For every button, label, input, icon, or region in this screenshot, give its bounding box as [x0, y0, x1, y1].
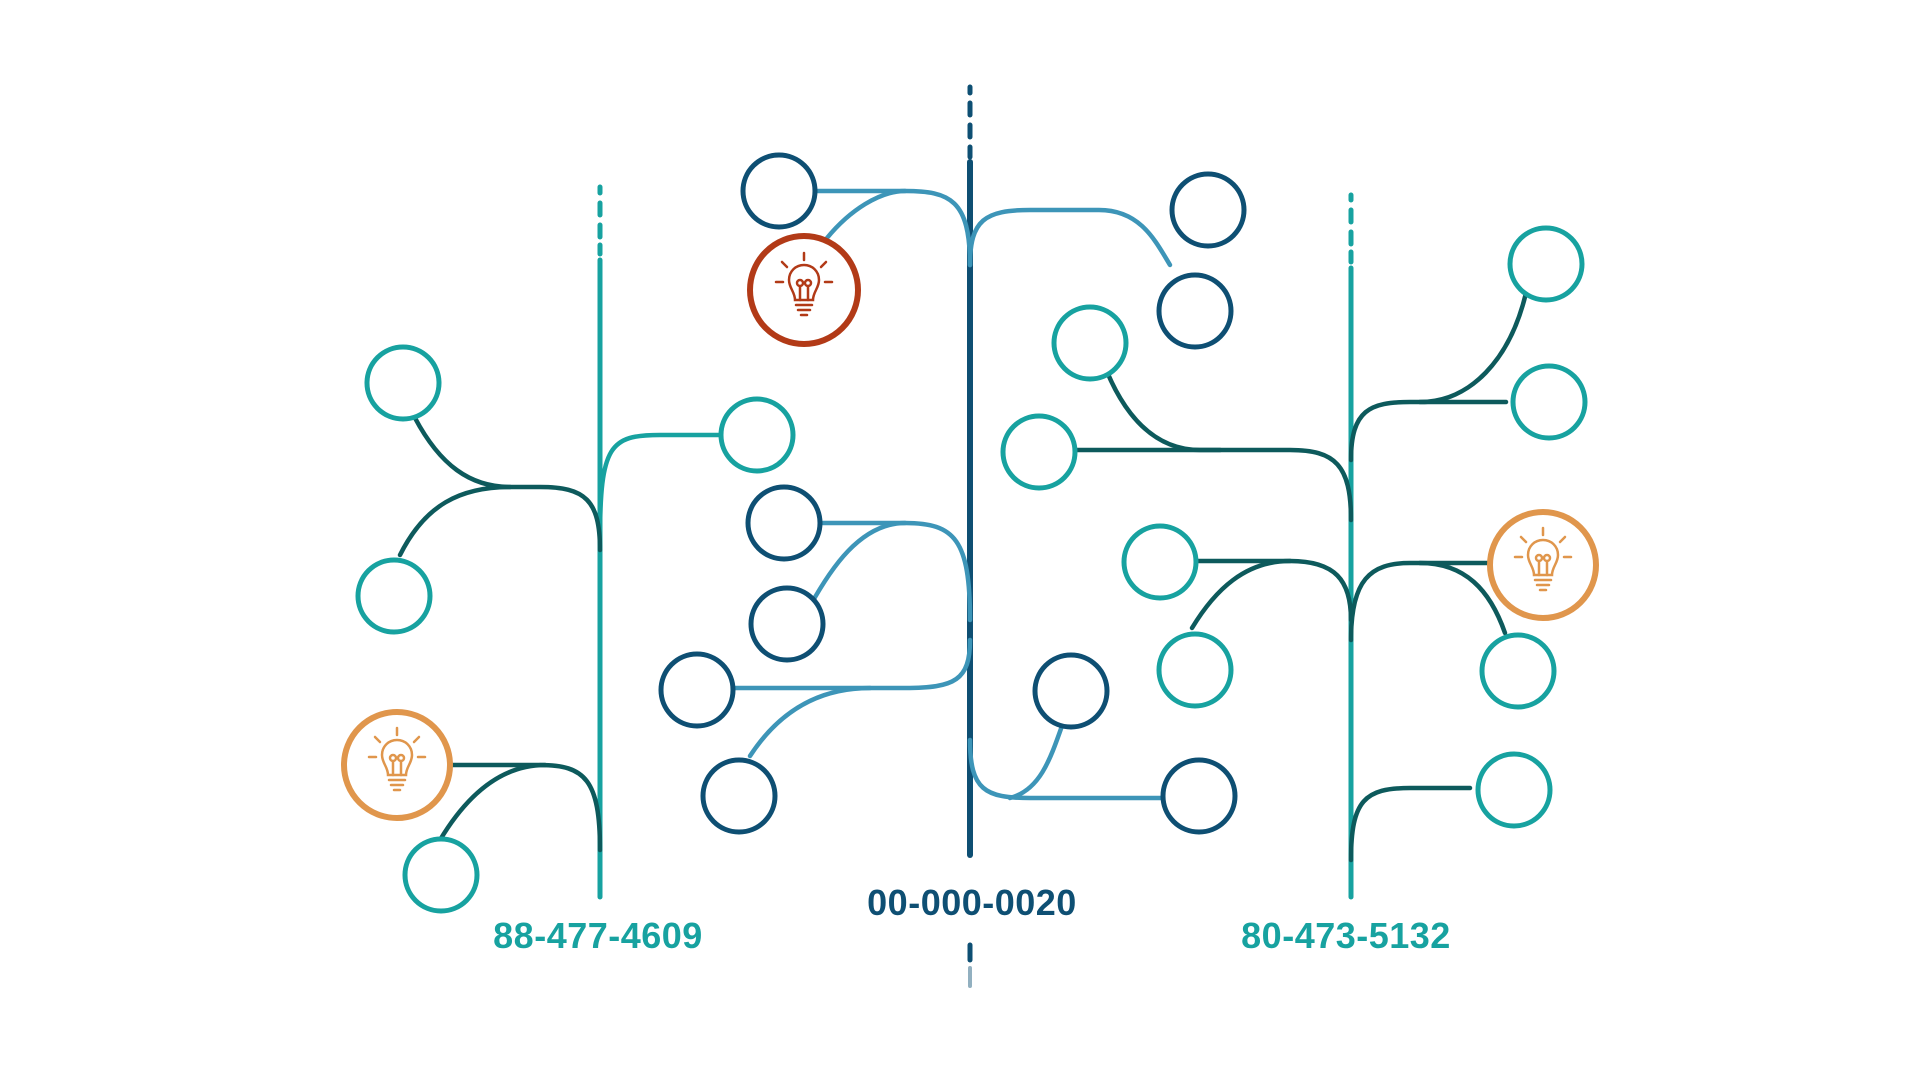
branch-line [1187, 558, 1354, 623]
stem-label-center: 00-000-0020 [867, 882, 1077, 923]
idea-node-circle [341, 709, 453, 821]
idea-node-circle [747, 233, 861, 347]
idea-node-left [341, 709, 453, 821]
node-circle [748, 585, 826, 663]
node-circle [658, 651, 736, 729]
node-circle [745, 484, 823, 562]
node-circle [718, 396, 796, 474]
node-circle [1000, 413, 1078, 491]
branch-line [450, 762, 603, 853]
node-circle [1032, 652, 1110, 730]
node-circle [1475, 751, 1553, 829]
node-circle [1507, 225, 1585, 303]
left-branches [397, 415, 603, 853]
branch-line [1348, 785, 1473, 863]
center-branches [732, 188, 1173, 801]
branch-line [1348, 399, 1509, 463]
right-branches [1067, 290, 1529, 863]
branch-line [747, 685, 873, 759]
node-circle [1510, 363, 1588, 441]
node-circle [700, 757, 778, 835]
idea-node-circle [1487, 509, 1599, 621]
branch-line [397, 484, 513, 558]
lightbulb-icon [1513, 526, 1573, 592]
nodes [355, 152, 1588, 914]
branch-line [967, 207, 1173, 268]
stem-label-left: 88-477-4609 [493, 915, 703, 956]
node-circle [1156, 272, 1234, 350]
node-circle [355, 557, 433, 635]
branch-line [597, 432, 723, 543]
node-circle [1479, 632, 1557, 710]
left-stem-group [597, 184, 723, 900]
branch-line [1417, 560, 1508, 636]
idea-node-right [1487, 509, 1599, 621]
node-circle [1160, 757, 1238, 835]
node-circle [364, 344, 442, 422]
branch-line [824, 188, 908, 241]
branch-line [437, 762, 548, 843]
node-circle [1169, 171, 1247, 249]
branch-line [1417, 290, 1529, 405]
branch-line [1189, 558, 1293, 631]
branch-line [1348, 560, 1491, 643]
node-circle [1156, 631, 1234, 709]
branch-line [817, 520, 973, 623]
branch-line [1007, 720, 1066, 801]
idea-node-center [747, 233, 861, 347]
stem-label-right: 80-473-5132 [1241, 915, 1451, 956]
branch-line [967, 737, 1166, 801]
node-circle [1121, 523, 1199, 601]
node-circle [402, 836, 480, 914]
lightbulb-icon [367, 726, 427, 792]
branch-line [1092, 334, 1354, 523]
node-circle [740, 152, 818, 230]
branch-line [732, 637, 973, 691]
branch-line [412, 415, 603, 553]
branch-line [807, 520, 908, 609]
branch-line [812, 188, 973, 268]
lightbulb-icon [774, 251, 834, 317]
node-circle [1051, 304, 1129, 382]
